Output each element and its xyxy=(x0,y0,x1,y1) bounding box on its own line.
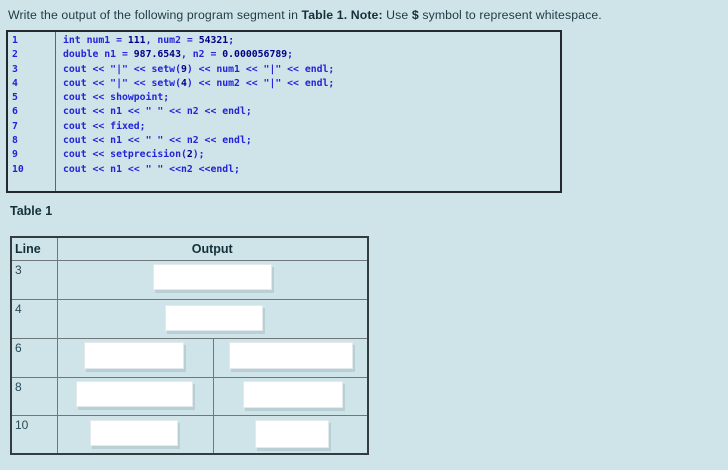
output-cell-line4 xyxy=(56,298,369,339)
line-number-cell: 6 xyxy=(10,337,58,378)
output-cell-line6-right xyxy=(212,337,369,378)
output-column-header: Output xyxy=(56,236,369,261)
answer-input-line8-b[interactable] xyxy=(242,380,343,408)
code-line: 6 cout << n1 << " " << n2 << endl; xyxy=(8,105,560,119)
line-column-header: Line xyxy=(10,236,58,261)
output-cell-line8-left xyxy=(56,376,214,416)
table-row-line6: 6 xyxy=(10,337,369,378)
table-row-line8: 8 xyxy=(10,376,369,416)
code-line: 1 int num1 = 111, num2 = 54321; xyxy=(8,34,560,48)
output-cell-line10-left xyxy=(56,414,214,455)
instruction-bold-segment: $ xyxy=(411,8,419,22)
code-line-number: 8 xyxy=(12,135,18,147)
code-line-text: cout << n1 << " " <<n2 <<endl; xyxy=(63,163,240,175)
code-line-number: 2 xyxy=(12,49,18,61)
answer-table: Line Output 3 4 6 8 10 xyxy=(10,236,369,455)
code-line: 9 cout << setprecision(2); xyxy=(8,148,560,162)
code-line-text: cout << "|" << setw(4) << num2 << "|" <<… xyxy=(63,77,335,89)
code-gutter-divider xyxy=(55,32,56,191)
answer-input-line6-b[interactable] xyxy=(228,341,353,369)
code-line-text: cout << fixed; xyxy=(63,120,146,132)
code-line: 7 cout << fixed; xyxy=(8,120,560,134)
answer-input-line4[interactable] xyxy=(164,304,263,331)
code-line-number: 9 xyxy=(12,149,18,161)
instruction-segment: Write the output of the following progra… xyxy=(8,8,302,22)
output-cell-line8-right xyxy=(212,376,369,416)
code-line-text: cout << showpoint; xyxy=(63,92,170,104)
line-number-cell: 10 xyxy=(10,414,58,455)
code-line: 3 cout << "|" << setw(9) << num1 << "|" … xyxy=(8,63,560,77)
line-number-cell: 8 xyxy=(10,376,58,416)
code-block: 1 int num1 = 111, num2 = 54321; 2 double… xyxy=(6,30,562,193)
answer-input-line6-a[interactable] xyxy=(83,341,184,369)
code-line: 4 cout << "|" << setw(4) << num2 << "|" … xyxy=(8,77,560,91)
table-title: Table 1 xyxy=(10,204,53,218)
code-line-number: 4 xyxy=(12,77,18,89)
code-line: 2 double n1 = 987.6543, n2 = 0.000056789… xyxy=(8,48,560,62)
code-line-number: 1 xyxy=(12,35,18,46)
answer-input-line10-a[interactable] xyxy=(89,419,178,446)
code-line-text: cout << n1 << " " << n2 << endl; xyxy=(63,106,252,118)
line-number-cell: 3 xyxy=(10,259,58,300)
code-line-number: 10 xyxy=(12,163,24,175)
table-row-line4: 4 xyxy=(10,298,369,339)
output-cell-line6-left xyxy=(56,337,214,378)
code-line-number: 5 xyxy=(12,92,18,104)
instruction-text: Write the output of the following progra… xyxy=(8,8,728,23)
code-line-text: double n1 = 987.6543, n2 = 0.000056789; xyxy=(63,49,294,61)
code-line-number: 3 xyxy=(12,63,18,75)
code-line-text: cout << n1 << " " << n2 << endl; xyxy=(63,135,252,147)
answer-input-line3[interactable] xyxy=(152,263,272,290)
code-line-text: cout << "|" << setw(9) << num1 << "|" <<… xyxy=(63,63,335,75)
code-line: 10 cout << n1 << " " <<n2 <<endl; xyxy=(8,163,560,177)
instruction-bold-segment: Table 1. Note: xyxy=(301,8,383,22)
answer-input-line10-b[interactable] xyxy=(254,419,329,448)
code-line-number: 7 xyxy=(12,120,18,132)
table-row-line3: 3 xyxy=(10,259,369,300)
code-line-text: cout << setprecision(2); xyxy=(63,149,205,161)
answer-input-line8-a[interactable] xyxy=(75,380,193,407)
instruction-segment: symbol to represent whitespace. xyxy=(418,8,602,22)
code-line-number: 6 xyxy=(12,106,18,118)
code-line-text: int num1 = 111, num2 = 54321; xyxy=(63,35,235,46)
table-row-line10: 10 xyxy=(10,414,369,455)
line-number-cell: 4 xyxy=(10,298,58,339)
output-cell-line10-right xyxy=(212,414,369,455)
table-header-row: Line Output xyxy=(10,236,369,261)
code-line: 5 cout << showpoint; xyxy=(8,91,560,105)
code-line: 8 cout << n1 << " " << n2 << endl; xyxy=(8,134,560,148)
output-cell-line3 xyxy=(56,259,369,300)
instruction-segment: Use xyxy=(382,8,412,22)
